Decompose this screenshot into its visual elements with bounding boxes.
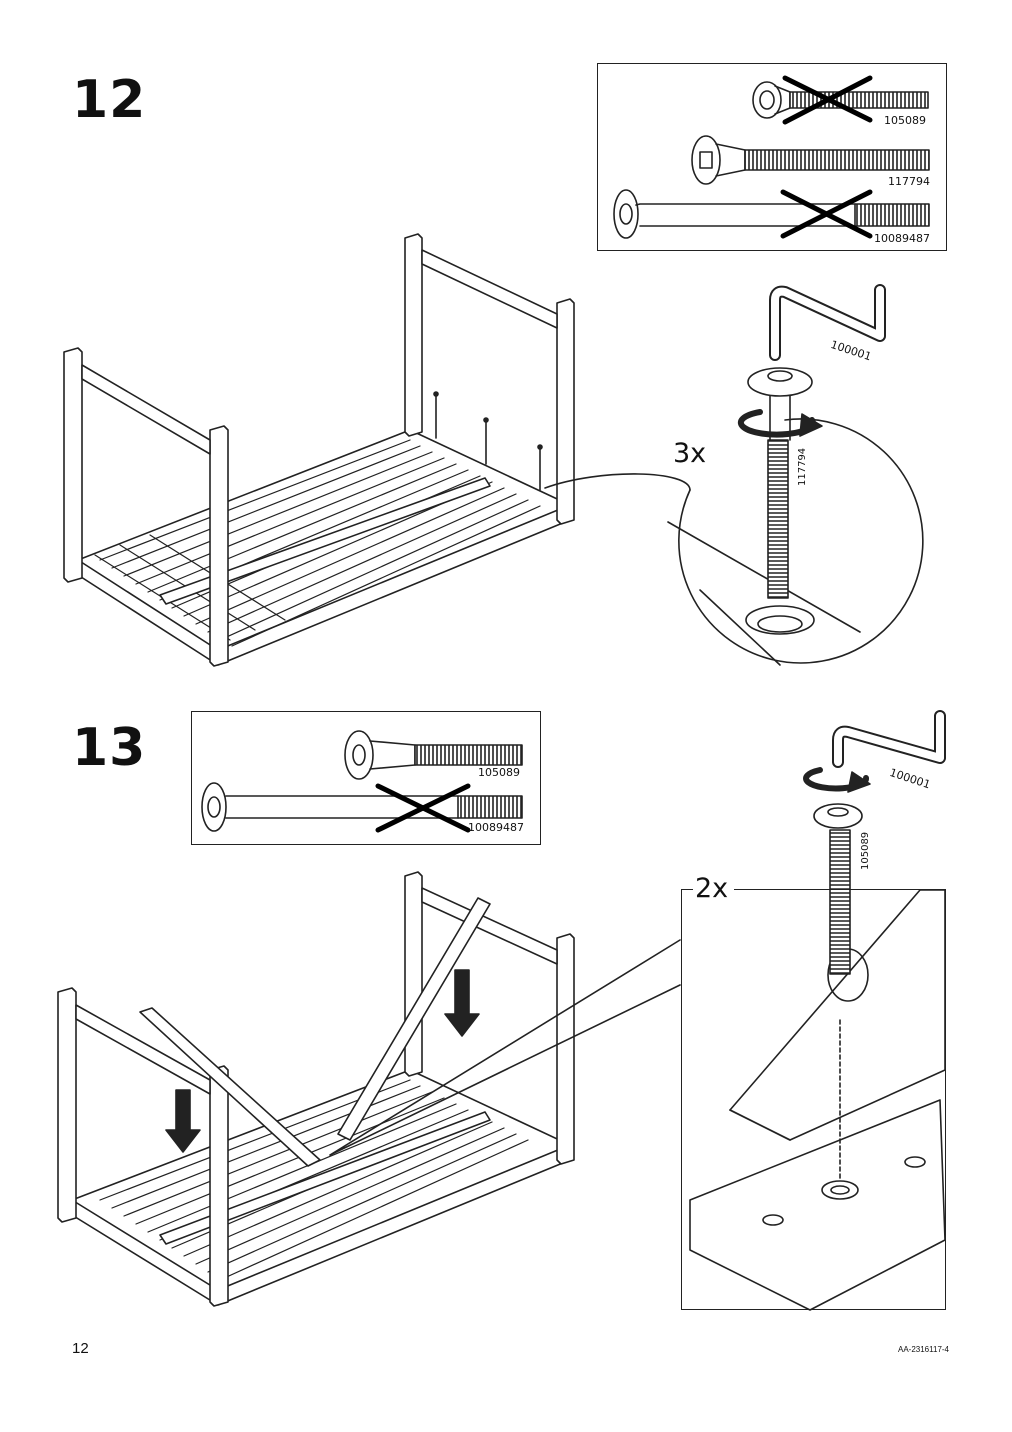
- down-arrow-icon: [165, 1089, 201, 1153]
- step13-bolt-10089487: [201, 782, 523, 832]
- step12-quantity: 3x: [673, 438, 707, 469]
- document-code: AA-2316117-4: [898, 1345, 949, 1354]
- cross-mark-icon: [375, 783, 471, 833]
- page-number: 12: [72, 1340, 89, 1357]
- step12-table-frame: [63, 233, 691, 667]
- down-arrow-icon: [444, 969, 480, 1037]
- step12-parts-box: [597, 63, 947, 251]
- part-code: 10089487: [874, 232, 930, 245]
- detail-box-edge: [734, 889, 945, 890]
- step-13-number: 13: [72, 718, 147, 778]
- step13-bolt-105089: [344, 730, 523, 780]
- part-code: 105089: [884, 114, 926, 127]
- step13-parts-box: [191, 711, 541, 845]
- step13-detail-box: [681, 889, 946, 1310]
- detail-bolt-code: 105089: [860, 831, 871, 870]
- step13-table-frame: [57, 871, 681, 1307]
- step12-bolt-10089487: [613, 189, 930, 239]
- detail-box-edge: [681, 889, 693, 890]
- cross-mark-icon: [780, 189, 873, 239]
- step13-detail: [689, 710, 946, 1311]
- detail-bolt-code: 117794: [797, 447, 808, 486]
- part-code: 105089: [478, 766, 520, 779]
- allen-key-icon: [769, 284, 886, 361]
- step13-quantity: 2x: [693, 873, 731, 904]
- cross-mark-icon: [782, 75, 873, 125]
- step-12-number: 12: [72, 70, 147, 130]
- step12-bolt-117794: [691, 135, 930, 185]
- part-code: 117794: [888, 175, 930, 188]
- part-code: 10089487: [468, 821, 524, 834]
- step12-detail: [667, 284, 924, 666]
